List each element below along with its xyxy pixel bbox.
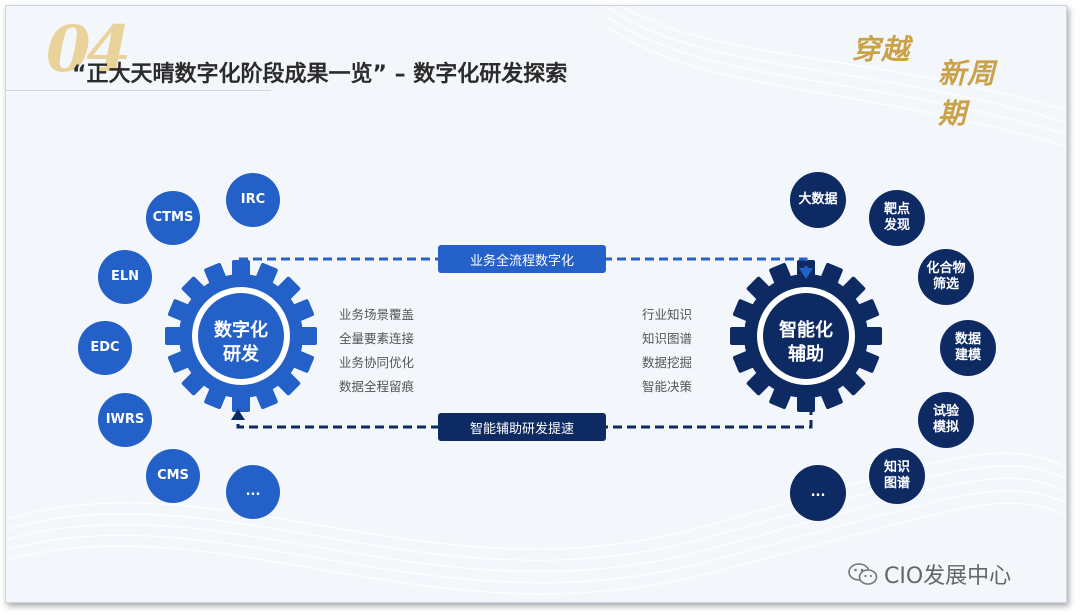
satellite-big-data: 大数据 <box>790 172 846 228</box>
diagram-graphics <box>165 257 882 429</box>
satellite-trial-line1: 试验 <box>932 403 959 419</box>
title-divider <box>6 90 271 91</box>
bottom-arrow-head <box>231 409 245 420</box>
left-gear-label: 数字化 研发 <box>201 319 281 368</box>
satellite-big-data-label: 大数据 <box>798 191 838 207</box>
satellite-edc: EDC <box>78 321 132 375</box>
page-title: “正大天晴数字化阶段成果一览” – 数字化研发探索 <box>72 62 568 87</box>
satellite-target-line2: 发现 <box>883 218 910 233</box>
logo-line1: 穿越 <box>852 33 911 66</box>
satellite-ctms: CTMS <box>146 191 200 245</box>
logo-line2: 新周期 <box>938 57 997 130</box>
satellite-cms: CMS <box>146 449 200 503</box>
left-feature-1: 业务场景覆盖 <box>339 307 415 322</box>
flow-label-top: 业务全流程数字化 <box>438 245 606 273</box>
satellite-target-line1: 靶点 <box>883 201 910 217</box>
right-gear-shape <box>730 260 882 412</box>
wechat-icon <box>848 563 878 585</box>
right-gear-label: 智能化 辅助 <box>766 319 846 368</box>
section-number: 04 <box>46 12 131 87</box>
top-arrow-head <box>799 268 813 279</box>
satellite-knowledge-line1: 知识 <box>883 459 910 475</box>
satellite-trial-line2: 模拟 <box>932 420 959 435</box>
flow-label-bottom: 智能辅助研发提速 <box>438 413 606 441</box>
satellite-irc: IRC <box>226 173 280 227</box>
right-feature-1: 行业知识 <box>642 307 693 322</box>
background-waves <box>6 6 1066 595</box>
watermark-text: CIO发展中心 <box>884 564 1012 589</box>
satellite-more-right: ... <box>790 465 846 521</box>
left-gear-label-line1: 数字化 <box>214 320 268 341</box>
satellite-iwrs: IWRS <box>98 393 152 447</box>
left-gear-label-line2: 研发 <box>223 344 259 366</box>
satellite-more-left: ... <box>226 465 280 519</box>
satellite-modeling-line1: 数据 <box>954 331 981 347</box>
satellite-modeling-line2: 建模 <box>954 348 981 363</box>
right-feature-2: 知识图谱 <box>642 331 693 346</box>
right-gear-label-line1: 智能化 <box>779 320 833 341</box>
slide: 04 “正大天晴数字化阶段成果一览” – 数字化研发探索 穿越 新周期 <box>5 5 1067 603</box>
satellite-knowledge-graph: 知识 图谱 <box>869 448 925 504</box>
left-feature-3: 业务协同优化 <box>339 355 415 370</box>
left-gear-shape <box>165 260 317 412</box>
left-feature-4: 数据全程留痕 <box>339 379 415 394</box>
right-feature-3: 数据挖掘 <box>642 355 693 370</box>
right-feature-4: 智能决策 <box>642 379 693 394</box>
watermark: CIO发展中心 <box>848 558 1011 590</box>
left-feature-2: 全量要素连接 <box>339 331 415 346</box>
satellite-knowledge-line2: 图谱 <box>883 476 910 491</box>
satellite-compound-screening: 化合物 筛选 <box>918 249 974 305</box>
satellite-eln: ELN <box>98 250 152 304</box>
logo: 穿越 新周期 <box>852 20 1022 130</box>
satellite-more-right-label: ... <box>810 484 826 500</box>
satellite-trial-simulation: 试验 模拟 <box>918 392 974 448</box>
satellite-compound-line2: 筛选 <box>932 277 959 292</box>
satellite-compound-line1: 化合物 <box>926 260 966 276</box>
satellite-target-discovery: 靶点 发现 <box>869 190 925 246</box>
right-gear-label-line2: 辅助 <box>788 344 824 366</box>
satellite-data-modeling: 数据 建模 <box>940 320 996 376</box>
